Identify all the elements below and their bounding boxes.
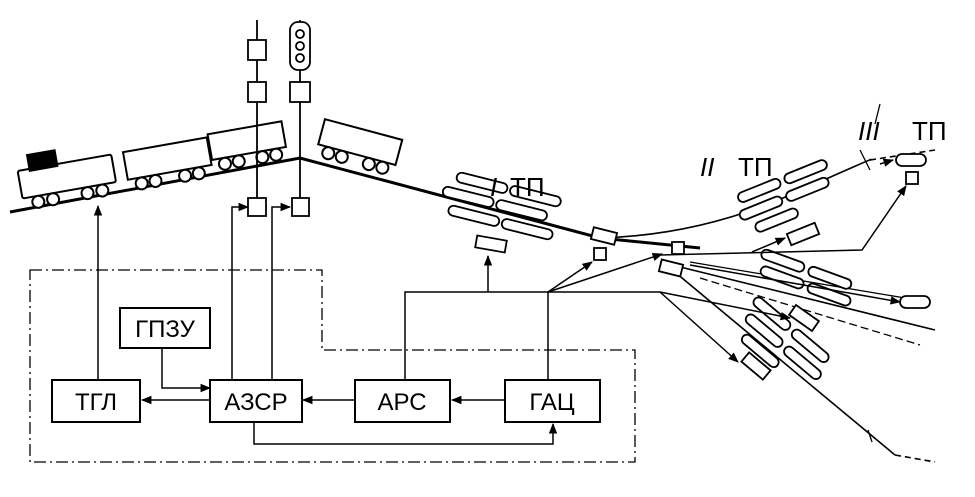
block-azsr-label: АЗСР: [224, 389, 287, 416]
block-gpzu: [119, 307, 211, 349]
retarder-group-2: [737, 159, 830, 247]
retarder-group-1: [441, 171, 562, 254]
block-tgl: [51, 379, 141, 423]
block-azsr: [209, 379, 303, 423]
wagons: [121, 117, 404, 191]
block-gac: [504, 379, 601, 423]
control-area-boundary: [29, 269, 636, 463]
block-ars: [354, 379, 451, 423]
tp2-suffix: ТП: [738, 152, 773, 182]
tp3-suffix: ТП: [912, 116, 947, 146]
signal-post: [247, 20, 311, 217]
tp3-number: III: [858, 116, 880, 146]
switches: [589, 226, 685, 278]
block-tgl-label: ТГЛ: [75, 389, 117, 416]
train-locomotive: [16, 149, 117, 209]
block-gac-label: ГАЦ: [529, 389, 574, 416]
control-links: [93, 158, 907, 445]
retarder-fan-groups: [740, 248, 853, 381]
tp1-suffix: ТП: [510, 172, 545, 202]
tp2-number: II: [700, 152, 714, 182]
block-ars-label: АРС: [377, 389, 426, 416]
tp1-number: I: [490, 172, 497, 202]
block-gpzu-label: ГПЗУ: [135, 316, 195, 343]
retarder-group-3: [895, 153, 931, 309]
